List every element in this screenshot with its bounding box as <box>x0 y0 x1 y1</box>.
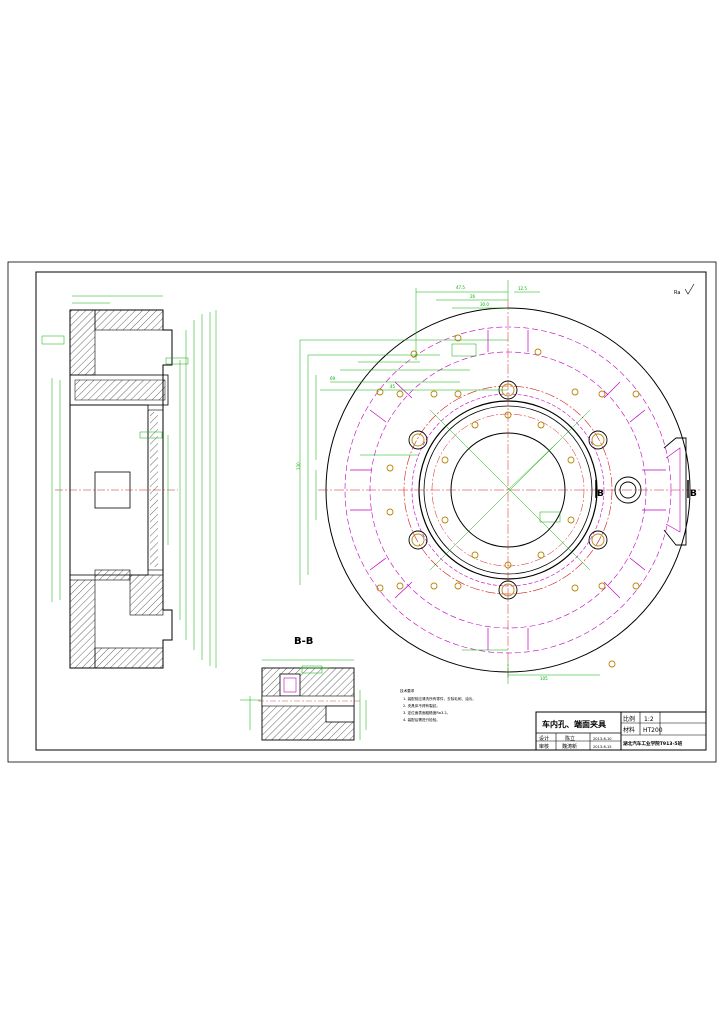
scale-value: 1:2 <box>644 716 654 723</box>
designer-date: 2013-6-10 <box>593 737 612 741</box>
section-bb-view: B-B <box>240 636 367 741</box>
side-section-view <box>41 295 217 669</box>
svg-text:45: 45 <box>390 384 396 389</box>
svg-text:47.5: 47.5 <box>456 285 465 290</box>
reviewer-date: 2013-6-15 <box>593 745 612 749</box>
scale-label: 比例 <box>623 715 635 723</box>
section-markers: B B <box>595 480 697 499</box>
note-4: 4. 装配后需进行检验。 <box>403 717 440 722</box>
notes-title: 技术要求 <box>400 688 415 693</box>
note-3: 3. 定位面表面粗糙度Ra3.2。 <box>403 710 450 715</box>
note-1: 1. 装配前应清洗所有零件，去除毛刺、油污。 <box>403 696 476 701</box>
reviewer-name: 魏涛新 <box>562 743 577 750</box>
technical-notes: 技术要求 1. 装配前应清洗所有零件，去除毛刺、油污。 2. 夹具体不得有裂纹。… <box>400 688 476 722</box>
svg-text:105: 105 <box>540 676 548 681</box>
designer-name: 陈立 <box>565 735 575 742</box>
front-view-dimension-labels: 47.5 12.5 26 30.0 69 45 130 105 <box>296 285 548 681</box>
section-mark-left: B <box>597 489 604 499</box>
material-value: HT200 <box>643 727 663 734</box>
designer-label: 设计 <box>539 735 549 742</box>
svg-text:130: 130 <box>296 462 301 470</box>
svg-text:26: 26 <box>470 294 476 299</box>
title-block: 车内孔、端面夹具 比例 1:2 材料 HT200 设计 陈立 2013-6-10… <box>535 711 707 751</box>
surface-finish-text: Ra <box>674 290 680 296</box>
svg-text:30.0: 30.0 <box>480 302 489 307</box>
school-name: 湖北汽车工业学院T913-5班 <box>623 740 683 747</box>
section-title: B-B <box>294 636 313 647</box>
note-2: 2. 夹具体不得有裂纹。 <box>403 703 440 708</box>
reviewer-label: 审核 <box>539 743 549 750</box>
svg-text:12.5: 12.5 <box>518 286 527 291</box>
sheet-border-outer <box>7 261 717 763</box>
sheet-border-inner <box>35 271 707 751</box>
front-view: 47.5 12.5 26 30.0 69 45 130 105 <box>296 280 700 684</box>
svg-text:69: 69 <box>330 376 336 381</box>
section-mark-right: B <box>690 489 697 499</box>
surface-finish-symbol: Ra <box>674 283 695 296</box>
material-label: 材料 <box>623 726 635 734</box>
drawing-title: 车内孔、端面夹具 <box>542 719 606 729</box>
